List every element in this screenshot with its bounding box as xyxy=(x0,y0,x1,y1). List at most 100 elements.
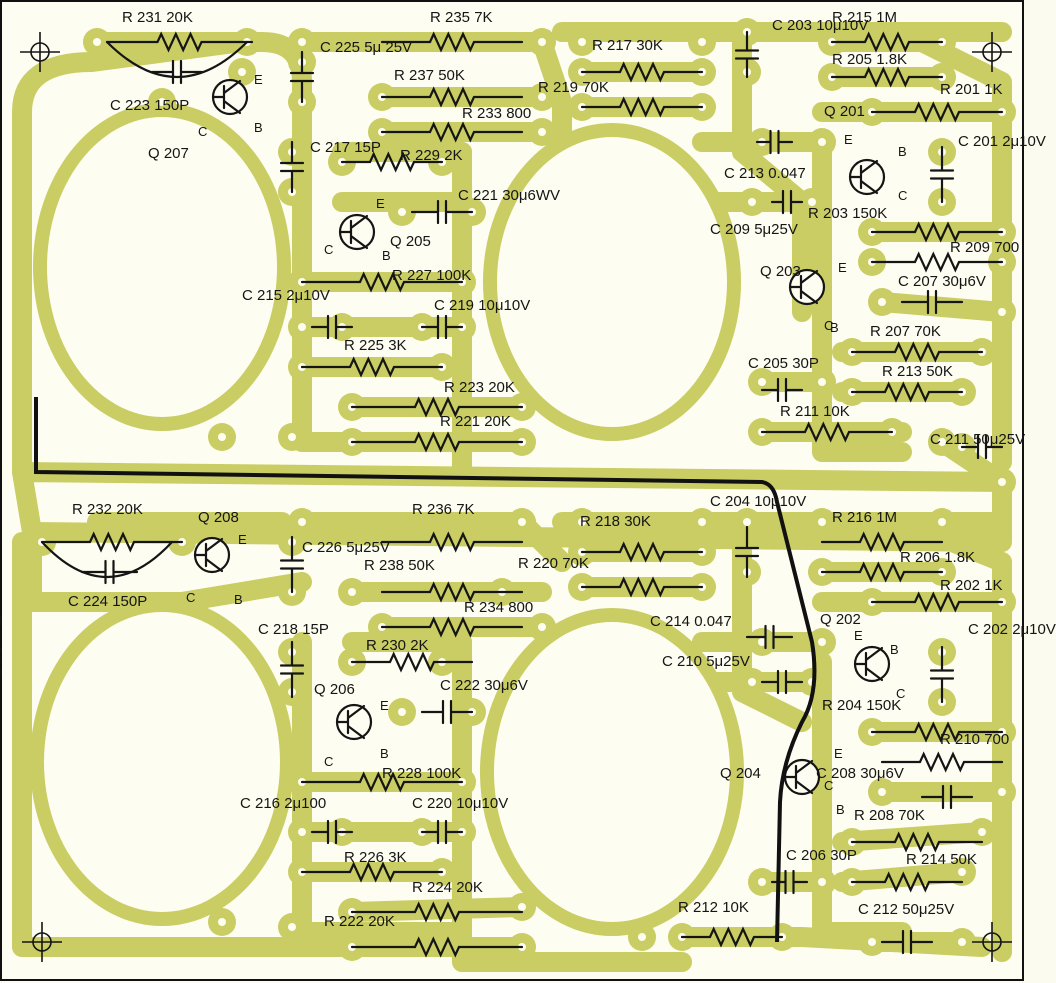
capacitor-symbol xyxy=(929,645,955,704)
transistor-pin-letter: C xyxy=(898,188,908,203)
pad-hole xyxy=(398,208,406,216)
resistor-symbol xyxy=(870,721,1004,743)
component-label: C 210 5μ25V xyxy=(662,653,750,670)
transistor-pin-letter: C xyxy=(824,318,834,333)
pad-hole xyxy=(578,518,586,526)
pad-hole xyxy=(818,518,826,526)
board-id-label: PB615 xyxy=(0,614,6,681)
component-label: R 206 1.8K xyxy=(900,549,976,566)
transistor-pin-letter: E xyxy=(238,532,247,547)
transistor-pin-letter: C xyxy=(324,242,334,257)
resistor-symbol xyxy=(380,121,524,143)
capacitor-symbol xyxy=(420,819,464,845)
capacitor-symbol xyxy=(279,140,305,194)
capacitor-symbol xyxy=(150,59,204,85)
resistor-symbol xyxy=(870,251,1004,273)
component-label: C 225 5μ 25V xyxy=(320,39,413,56)
pad-hole xyxy=(288,433,296,441)
pad-hole xyxy=(298,828,306,836)
capacitor-symbol xyxy=(755,129,794,155)
jumper-wire-horizontal xyxy=(34,397,817,943)
component-label: C 215 2μ10V xyxy=(242,287,330,304)
resistor-symbol xyxy=(580,61,704,83)
pad-hole xyxy=(878,298,886,306)
capacitor-symbol xyxy=(279,640,305,699)
component-label: R 237 50K xyxy=(394,67,465,84)
capacitor-symbol xyxy=(920,784,974,810)
component-label: R 221 20K xyxy=(440,413,511,430)
component-label: Q 205 xyxy=(390,233,431,250)
pad-hole xyxy=(818,138,826,146)
pad-hole xyxy=(698,38,706,46)
transistor-leads xyxy=(784,759,814,795)
component-label: Q 207 xyxy=(148,145,189,162)
capacitor-symbol xyxy=(410,199,474,225)
transistor-pin-letter: E xyxy=(854,628,863,643)
resistor-symbol xyxy=(350,396,524,418)
capacitor-symbol xyxy=(289,50,315,104)
component-label: C 212 50μ25V xyxy=(858,901,955,918)
component-label: R 222 20K xyxy=(324,913,395,930)
capacitor-symbol xyxy=(929,145,955,204)
transistor-pin-letter: C xyxy=(198,124,208,139)
resistor-symbol xyxy=(380,31,524,53)
transistor-pin-letter: B xyxy=(380,746,389,761)
capacitor-symbol xyxy=(310,314,354,340)
component-label: R 225 3K xyxy=(344,337,407,354)
pad-hole xyxy=(158,98,166,106)
transistor-pin-letter: C xyxy=(824,778,834,793)
capacitor-symbol xyxy=(420,314,464,340)
component-label: R 208 70K xyxy=(854,807,925,824)
transistor-leads xyxy=(849,159,879,195)
component-label: R 231 20K xyxy=(122,9,193,26)
component-label: R 212 10K xyxy=(678,899,749,916)
transistor-pin-letter: E xyxy=(844,132,853,147)
pad-hole xyxy=(538,128,546,136)
transistor-pin-letter: C xyxy=(324,754,334,769)
component-label: C 219 10μ10V xyxy=(434,297,531,314)
component-label: C 217 15P xyxy=(310,139,381,156)
resistor-symbol xyxy=(680,926,784,948)
transistor-leads xyxy=(789,269,819,305)
component-label: C 206 30P xyxy=(786,847,857,864)
resistor-symbol xyxy=(350,901,524,923)
pad-hole xyxy=(238,68,246,76)
pad-hole xyxy=(938,438,946,446)
capacitor-symbol xyxy=(880,929,934,955)
pad-hole xyxy=(748,198,756,206)
component-label: C 207 30μ6V xyxy=(898,273,986,290)
capacitor-symbol xyxy=(760,669,804,695)
pad-hole xyxy=(978,828,986,836)
transistor-pin-letter: B xyxy=(830,320,839,335)
component-label: R 217 30K xyxy=(592,37,663,54)
component-label: R 204 150K xyxy=(822,697,902,714)
registration-cross xyxy=(20,32,60,72)
resistor-symbol xyxy=(380,616,524,638)
component-label: R 229 2K xyxy=(400,147,463,164)
feedback-cap-lead xyxy=(105,40,249,79)
resistor-symbol xyxy=(300,271,464,293)
pad-hole xyxy=(218,433,226,441)
feedback-cap-lead xyxy=(40,540,174,579)
capacitor-symbol xyxy=(760,377,804,403)
capacitor-symbol xyxy=(80,559,139,585)
copper-trace xyxy=(452,632,692,972)
pad-hole xyxy=(878,788,886,796)
capacitor-symbol xyxy=(734,525,760,579)
component-label: Q 201 xyxy=(824,103,865,120)
component-label: R 236 7K xyxy=(412,501,475,518)
resistor-symbol xyxy=(580,576,704,598)
pad-hole xyxy=(698,518,706,526)
transistor-pin-letter: C xyxy=(186,590,196,605)
resistor-symbol xyxy=(380,86,524,108)
transistor-pin-letter: E xyxy=(838,260,847,275)
pad-hole xyxy=(298,38,306,46)
resistor-symbol xyxy=(40,531,184,553)
component-label: C 218 15P xyxy=(258,621,329,638)
transistor-pin-letter: E xyxy=(376,196,385,211)
transistor-pin-letter: E xyxy=(254,72,263,87)
registration-cross xyxy=(972,922,1012,962)
mounting-cutout xyxy=(494,622,730,922)
pad-hole xyxy=(288,923,296,931)
